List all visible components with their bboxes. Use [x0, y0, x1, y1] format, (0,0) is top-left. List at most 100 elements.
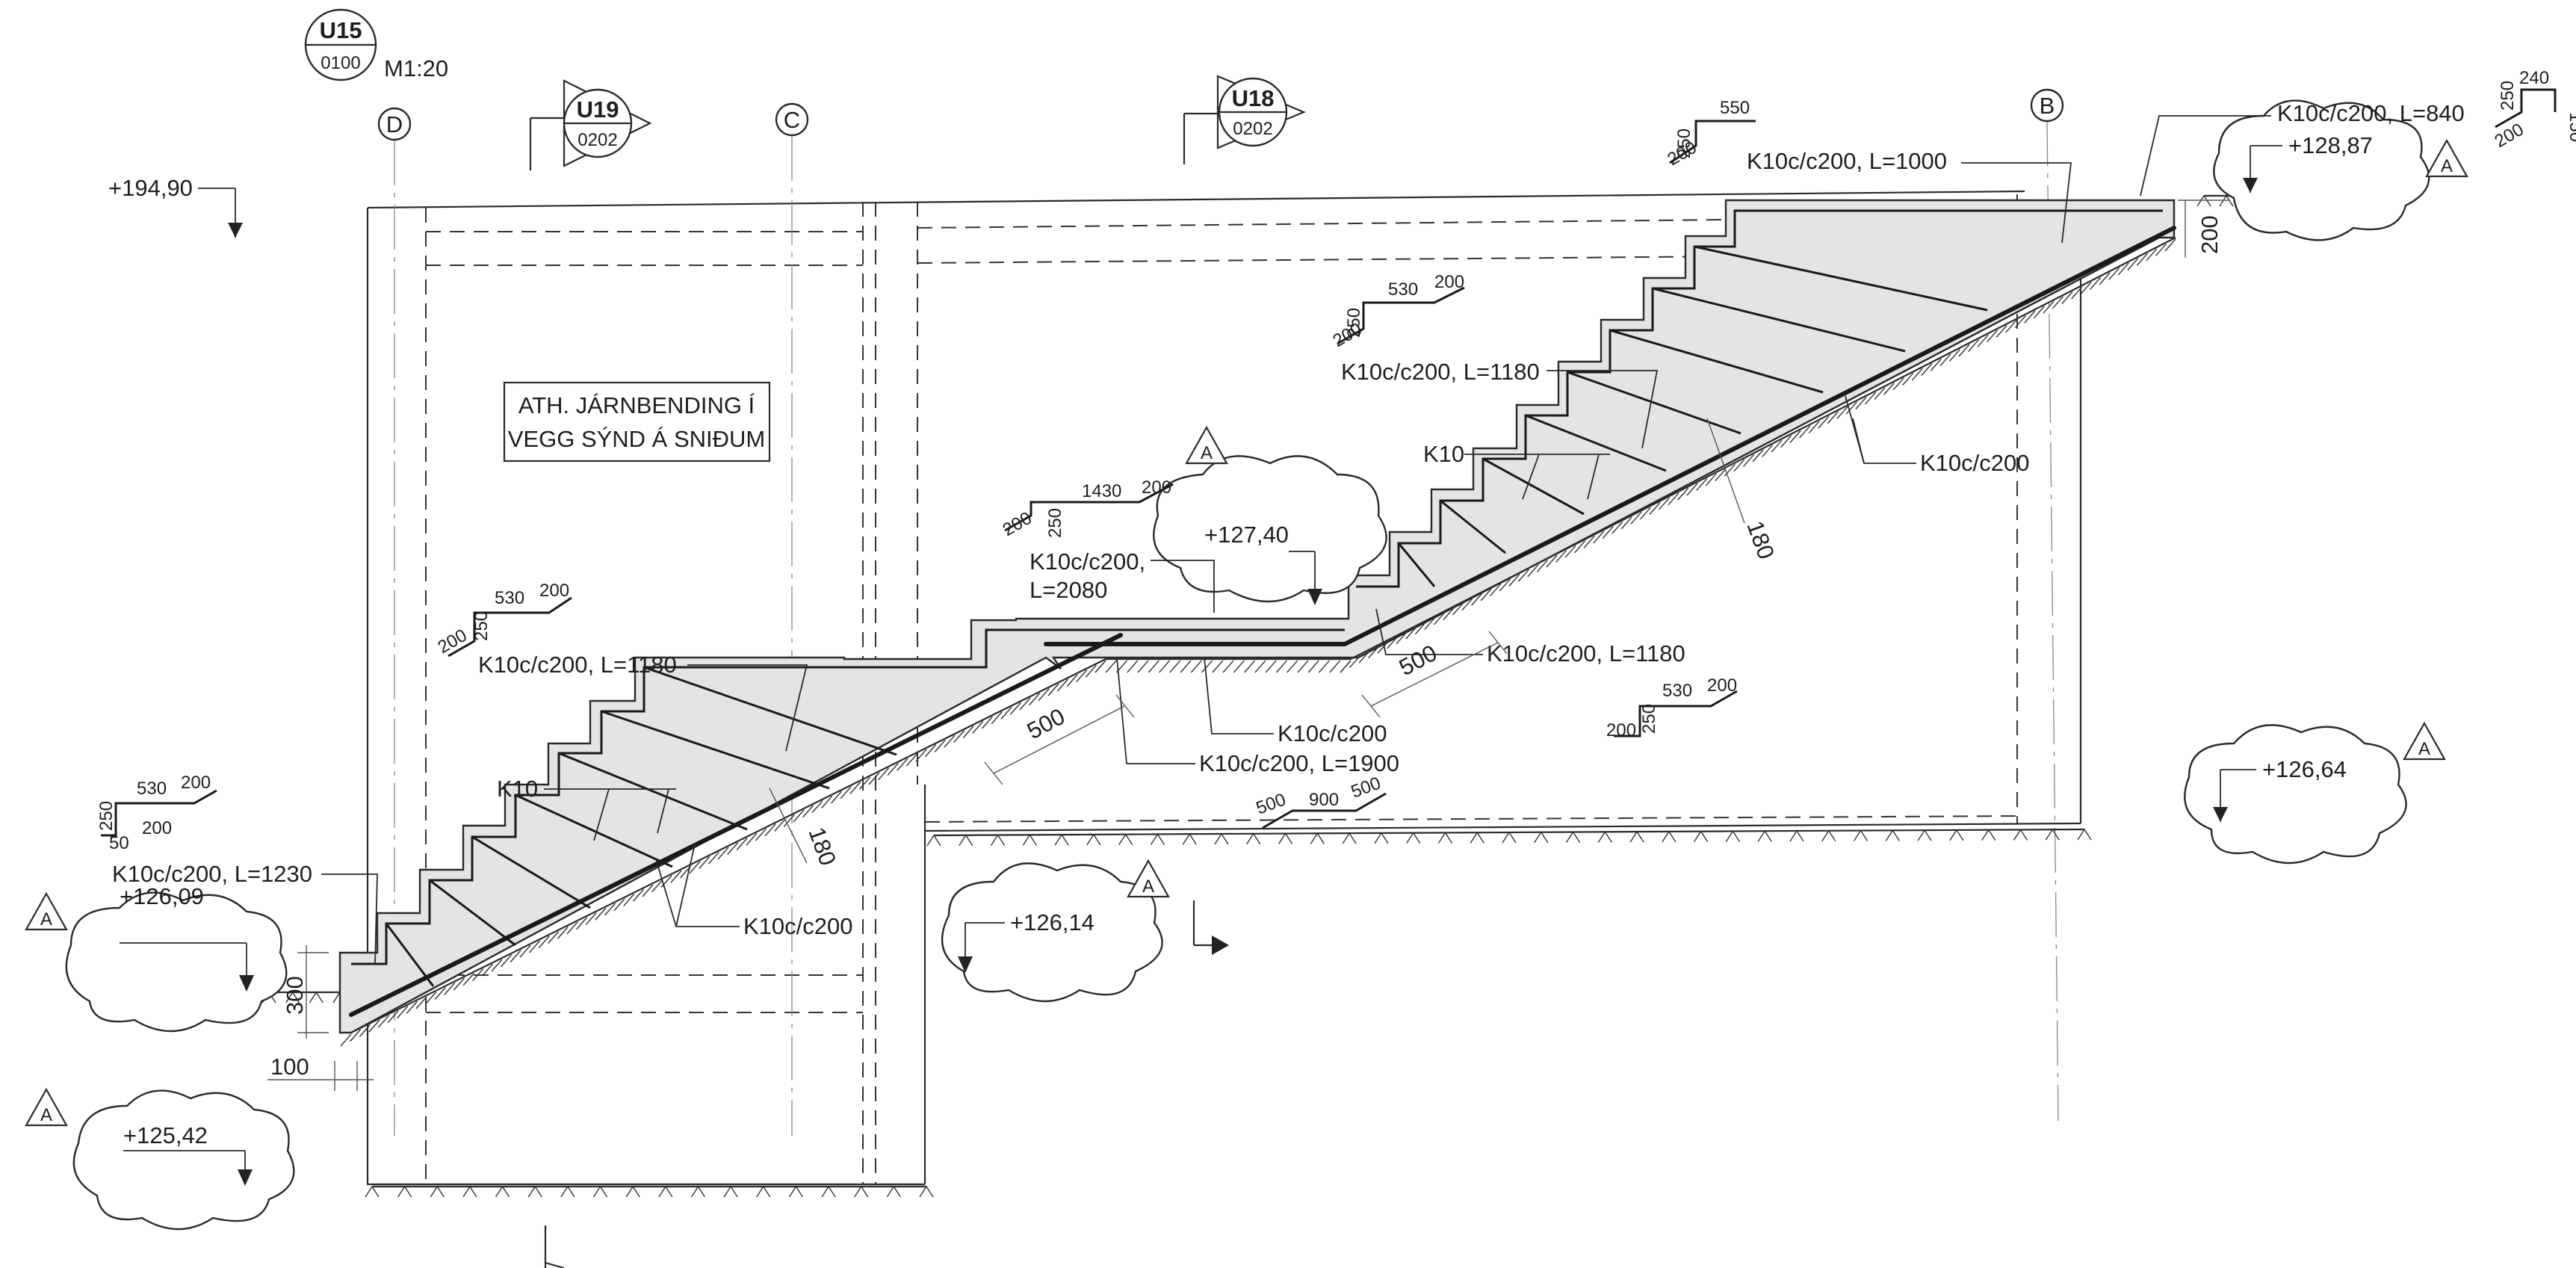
svg-text:200: 200 — [435, 625, 471, 658]
marker-a-5: A — [25, 891, 68, 931]
axis-label-c: C — [784, 107, 800, 133]
label-mid-flight: K10c/c200, L=1180 — [1487, 640, 1685, 667]
level-top-left: +194,90 — [108, 175, 243, 238]
marker-a-3: A — [2403, 721, 2446, 761]
dim-bottom-height: 300 — [282, 976, 308, 1015]
label-landing-bottom: K10c/c200 — [1278, 720, 1387, 746]
svg-text:500: 500 — [1254, 790, 1289, 819]
label-lower-flight: K10c/c200, L=1180 — [478, 652, 677, 678]
label-bottom-bar: K10c/c200, L=1230 — [112, 861, 312, 887]
dim-slab-lower: 180 — [803, 823, 841, 869]
svg-text:530: 530 — [1388, 279, 1418, 300]
section-id-marker: U15 0100 M1:20 — [304, 8, 448, 81]
svg-text:A: A — [2441, 156, 2453, 176]
svg-text:A: A — [1142, 876, 1154, 897]
bar-shape-mid-right: 530 200 250 200 — [1606, 675, 1738, 740]
axis-marker-c: C — [775, 102, 809, 137]
svg-text:200: 200 — [1434, 272, 1464, 292]
bar-shape-top-right: 240 250 150 200 — [2492, 68, 2576, 152]
level-cloud-bottom: +125,42 — [72, 1089, 295, 1231]
bar-shape-bottom-left: 530 200 250 50 200 — [96, 773, 217, 853]
label-k10-upper: K10 — [1423, 441, 1464, 467]
svg-text:250: 250 — [1045, 508, 1065, 538]
label-lower-side: K10c/c200 — [743, 913, 853, 939]
level-right-ground: +126,64 — [2262, 756, 2347, 782]
svg-text:530: 530 — [1662, 681, 1692, 701]
level-mid-ground: +126,14 — [1010, 909, 1095, 935]
label-upper-flight: K10c/c200, L=1180 — [1341, 359, 1540, 385]
bar-shape-upper-flight: 530 200 250 200 — [1330, 272, 1465, 351]
level-cloud-right-ground: +126,64 — [2184, 724, 2407, 865]
section-mark-u18: U18 0202 — [1183, 75, 1306, 164]
section-mark-u19-id: U19 — [577, 96, 619, 123]
axis-label-d: D — [386, 111, 403, 137]
dim-slab-upper: 180 — [1741, 517, 1780, 563]
svg-text:150: 150 — [2566, 112, 2576, 142]
svg-text:900: 900 — [1309, 790, 1339, 810]
marker-a-2: A — [1185, 425, 1228, 465]
svg-text:250: 250 — [96, 801, 117, 831]
label-right-side: K10c/c200 — [1920, 450, 2030, 476]
rebar-labels: K10c/c200, L=840 K10c/c200, L=1000 K10c/… — [112, 100, 2465, 965]
level-cloud-upper-right: +128,87 — [2213, 99, 2430, 241]
sheet-number: 0100 — [321, 53, 360, 73]
svg-text:200: 200 — [1000, 508, 1035, 540]
svg-text:200: 200 — [1665, 137, 1700, 170]
section-mark-u18-sheet: 0202 — [1233, 119, 1272, 139]
label-landing-1: K10c/c200, — [1030, 548, 1145, 575]
level-cloud-stair-bottom: +126,09 — [65, 883, 288, 1033]
section-id: U15 — [320, 17, 362, 43]
note-line-2: VEGG SÝND Á SNIÐUM — [508, 426, 766, 452]
svg-text:200: 200 — [2492, 120, 2527, 152]
level-cloud-landing: +127,40 — [1153, 455, 1387, 605]
scale-label: M1:20 — [384, 55, 448, 81]
svg-text:50: 50 — [109, 833, 129, 853]
label-top-2: K10c/c200, L=1000 — [1747, 148, 1947, 174]
stair-concrete — [338, 199, 2176, 1047]
svg-text:550: 550 — [1720, 98, 1750, 118]
marker-a-4: A — [1127, 859, 1170, 898]
label-k10-lower: K10 — [497, 776, 538, 802]
section-mark-u19-sheet: 0202 — [578, 130, 617, 150]
dim-top-height: 200 — [2196, 215, 2223, 254]
level-stair-bottom: +126,09 — [120, 883, 204, 909]
axis-marker-d: D — [377, 107, 412, 141]
svg-text:1430: 1430 — [1082, 481, 1121, 501]
dim-bottom-width: 100 — [270, 1054, 309, 1080]
axis-label-b: B — [2040, 93, 2055, 119]
svg-text:240: 240 — [2519, 68, 2549, 88]
level-upper-right: +128,87 — [2288, 132, 2373, 158]
section-arrows — [544, 900, 1229, 1268]
level-landing: +127,40 — [1204, 522, 1289, 548]
svg-text:200: 200 — [1707, 675, 1737, 696]
revision-markers: A A A A A A — [25, 138, 2468, 1127]
svg-text:A: A — [40, 1105, 52, 1125]
bar-shape-landing: 1430 200 250 200 — [1000, 477, 1174, 540]
rebar — [349, 209, 2176, 1017]
svg-text:200: 200 — [539, 581, 569, 601]
section-mark-u19: U19 0202 — [529, 79, 652, 170]
svg-text:250: 250 — [1344, 308, 1364, 338]
svg-text:A: A — [2418, 739, 2430, 759]
label-landing-1b: L=2080 — [1030, 577, 1107, 603]
svg-text:200: 200 — [181, 773, 211, 793]
svg-text:A: A — [1201, 443, 1213, 463]
marker-a-1: A — [2425, 138, 2468, 178]
svg-text:200: 200 — [1142, 477, 1171, 498]
bar-shape-lower-flight: 530 200 250 200 — [435, 581, 572, 658]
svg-text:A: A — [40, 909, 52, 930]
axis-marker-b: B — [2030, 88, 2064, 123]
section-mark-u18-id: U18 — [1232, 85, 1275, 111]
svg-text:250: 250 — [2498, 81, 2518, 111]
svg-text:250: 250 — [471, 611, 492, 641]
level-top-left-text: +194,90 — [108, 175, 193, 201]
marker-a-6: A — [25, 1087, 68, 1127]
svg-text:530: 530 — [495, 588, 524, 608]
level-bottom: +125,42 — [123, 1122, 208, 1148]
svg-text:200: 200 — [142, 818, 172, 838]
bar-shape-top-mid: 550 250 200 — [1665, 98, 1756, 170]
svg-text:250: 250 — [1639, 704, 1659, 734]
note-line-1: ATH. JÁRNBENDING Í — [518, 392, 755, 418]
svg-text:200: 200 — [1606, 720, 1636, 740]
label-top-1: K10c/c200, L=840 — [2277, 100, 2465, 126]
